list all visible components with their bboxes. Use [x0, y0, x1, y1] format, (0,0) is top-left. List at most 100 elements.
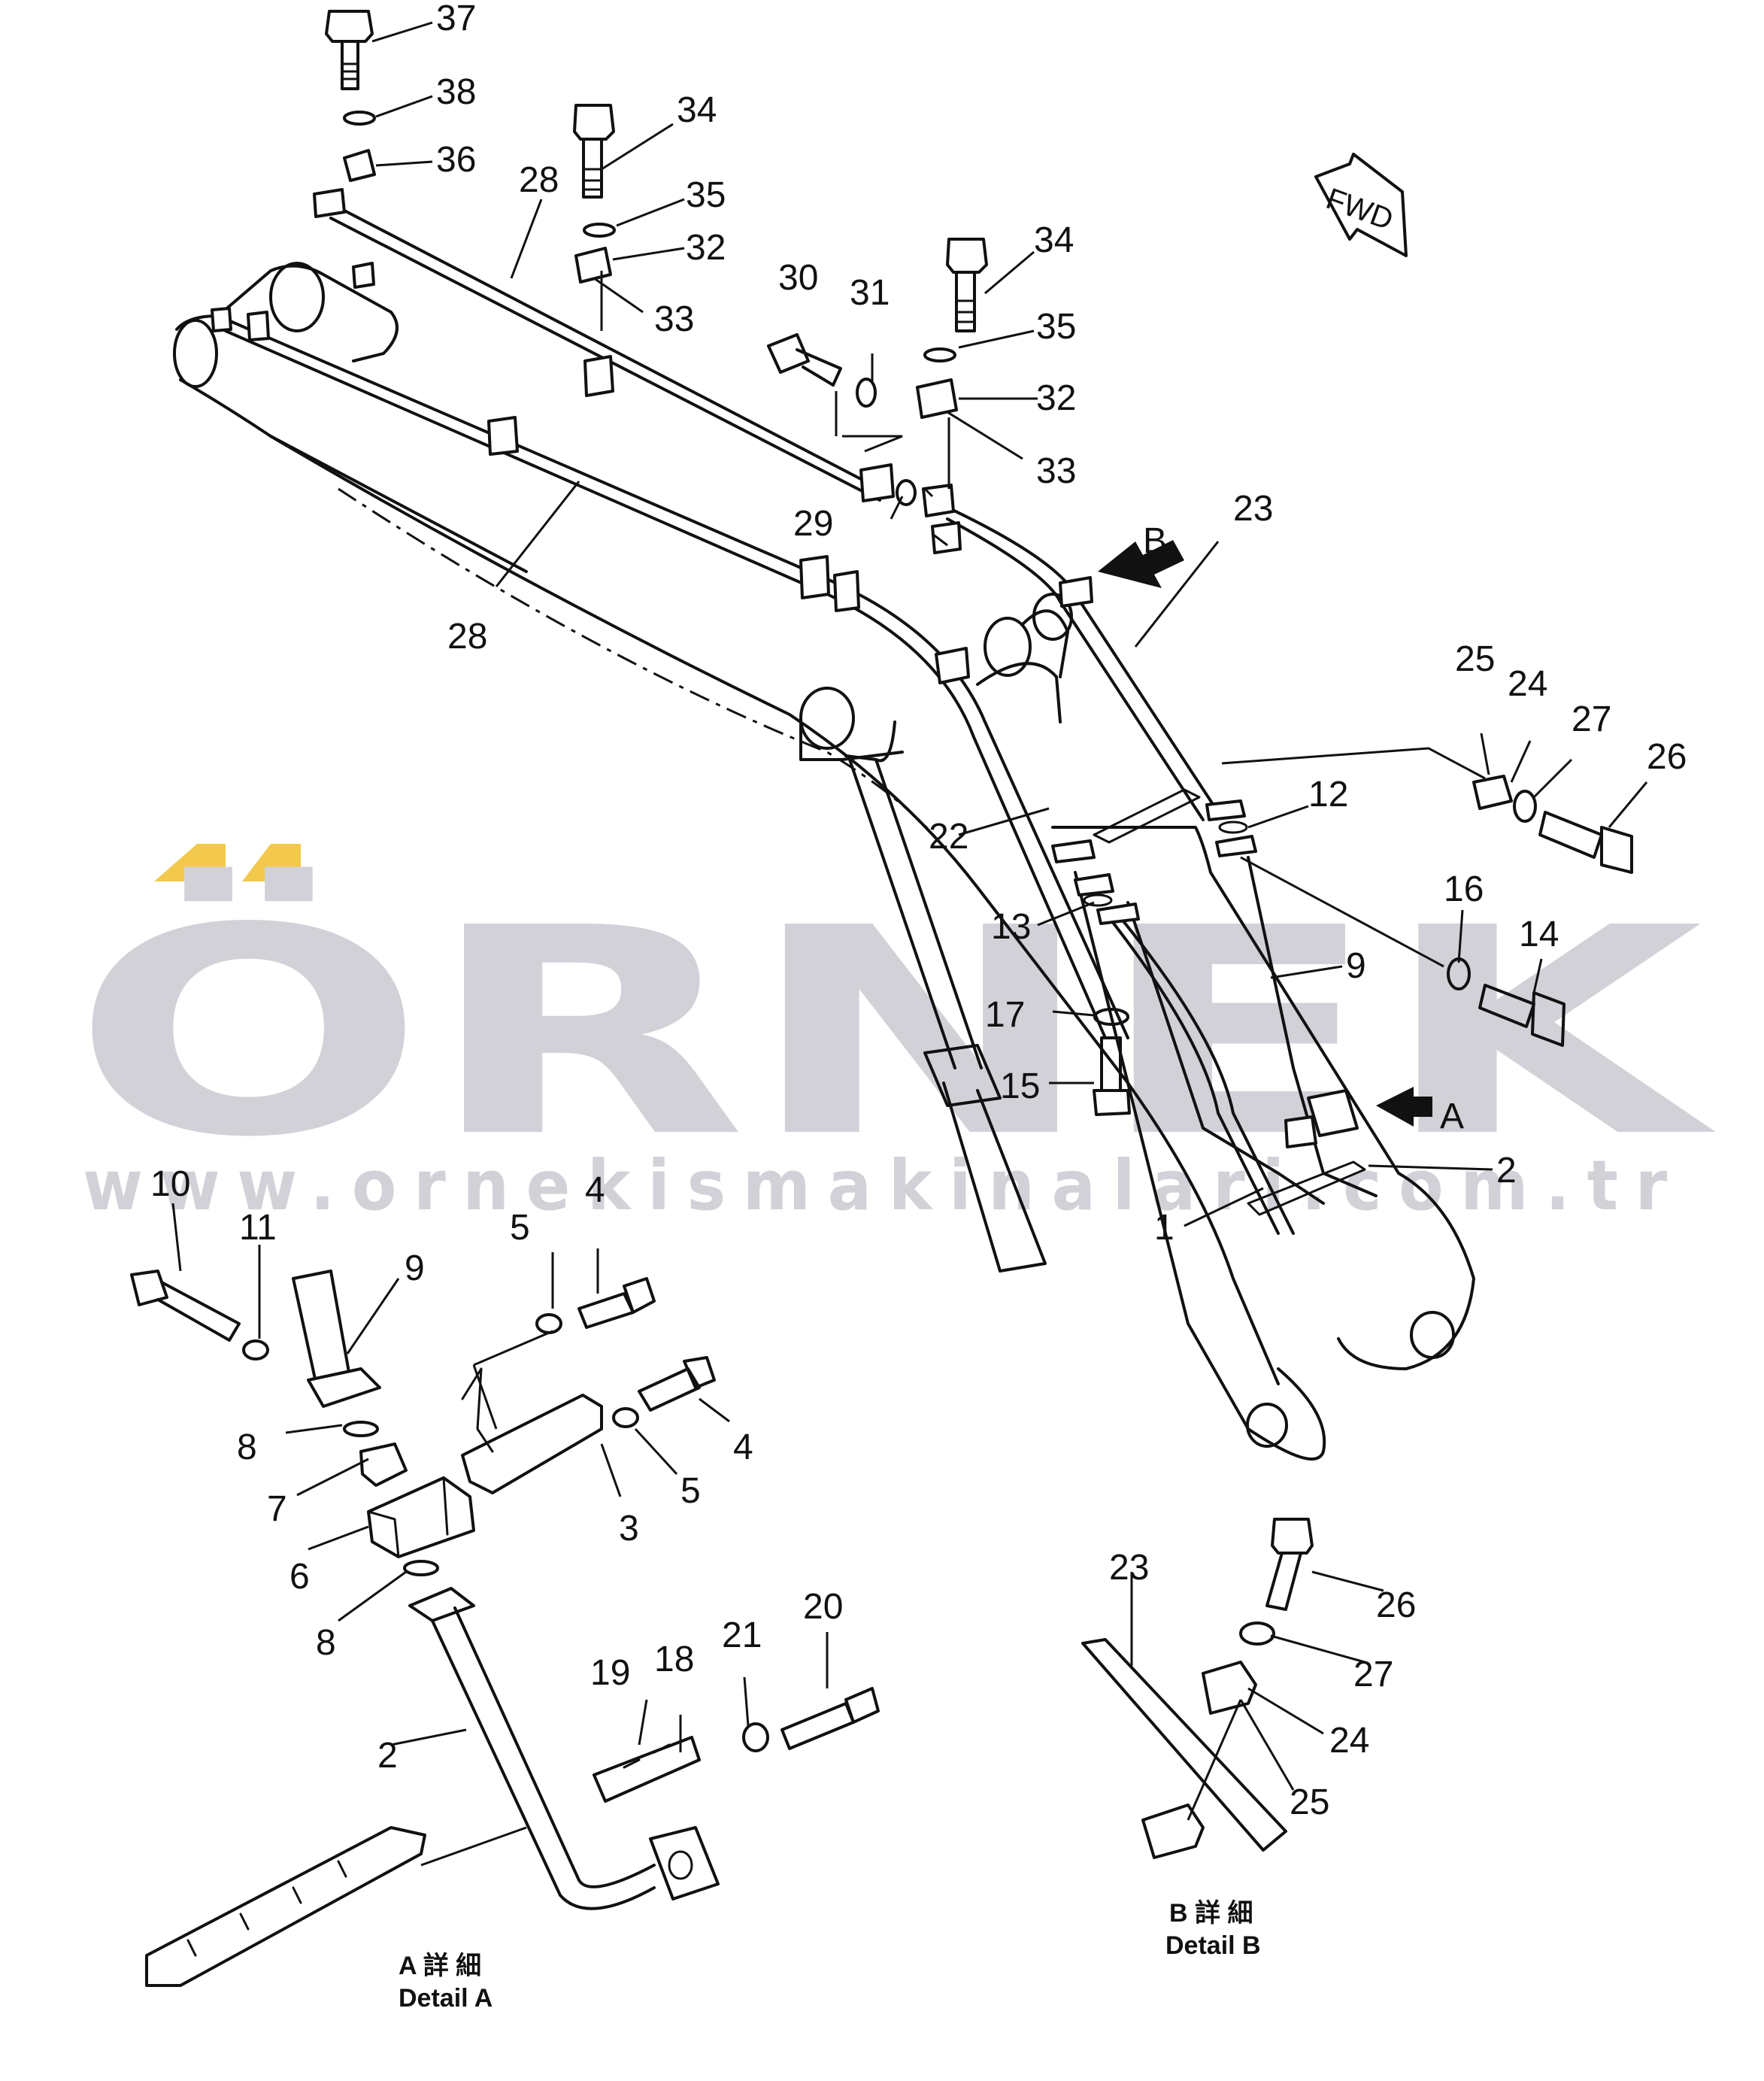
callout-26-detail: 26	[1376, 1585, 1416, 1625]
washer-38	[343, 111, 376, 126]
callout-35-lower: 35	[1036, 307, 1076, 347]
clamp-left-body	[799, 555, 830, 599]
callout-6: 6	[289, 1557, 310, 1597]
callout-27-detail: 27	[1353, 1655, 1393, 1694]
detail-a-caption-en: Detail A	[399, 1984, 493, 2013]
block-6	[367, 1476, 475, 1558]
clamp-mid-lower	[487, 416, 519, 456]
clamp-left-end-a	[211, 307, 232, 332]
callout-27-upper: 27	[1572, 699, 1611, 739]
callout-15: 15	[1000, 1066, 1040, 1106]
callout-23-detail: 23	[1109, 1548, 1149, 1588]
flange-22	[1051, 839, 1096, 863]
bracket-a-on-boom	[1284, 1089, 1359, 1148]
clamp-upper-left	[313, 188, 346, 218]
clamp-left-end-b	[247, 311, 270, 341]
callout-28-upper: 28	[519, 160, 559, 200]
callout-9-detail: 9	[405, 1248, 425, 1288]
clamp-19-18	[593, 1736, 701, 1803]
callout-23-upper: 23	[1233, 489, 1273, 529]
detail-captions: A 詳 細 Detail A B 詳 細 Detail B	[399, 1899, 1261, 2013]
detail-b-caption-en: Detail B	[1165, 1931, 1261, 1960]
washer-27-upper	[1513, 790, 1537, 823]
callout-5-lower: 5	[680, 1471, 701, 1511]
forward-direction-marker: FWD	[1314, 153, 1408, 257]
watermark-accent-right	[242, 844, 301, 881]
callout-35-upper: 35	[686, 175, 726, 215]
watermark-url: www.ornekismakinalari.com.tr	[83, 1145, 1684, 1226]
clamp-32-lower	[916, 378, 958, 419]
callout-36: 36	[436, 140, 476, 180]
view-arrow-a: A	[1376, 1087, 1464, 1136]
flange-13	[1074, 873, 1140, 925]
callout-10: 10	[150, 1164, 190, 1204]
callout-32-lower: 32	[1036, 378, 1076, 418]
callout-12: 12	[1308, 775, 1348, 815]
callout-3: 3	[619, 1509, 639, 1549]
watermark-accent-left	[154, 844, 226, 881]
callout-2-detail: 2	[377, 1736, 398, 1776]
flange-12	[1205, 799, 1257, 857]
washer-27-detail	[1239, 1621, 1275, 1646]
bolt-14	[1478, 984, 1565, 1047]
view-label-b: B	[1143, 521, 1167, 561]
detail-b-caption-jp: B 詳 細	[1169, 1899, 1253, 1928]
callout-8-upper: 8	[237, 1427, 257, 1467]
callout-32-upper: 32	[686, 228, 726, 268]
callout-11: 11	[239, 1208, 277, 1248]
callout-37: 37	[436, 0, 476, 38]
bolt-26-detail	[1265, 1518, 1314, 1611]
clamp-boom-right	[1059, 576, 1093, 608]
clamp-boom-top	[935, 647, 970, 684]
bolt-10	[130, 1270, 241, 1342]
leader-lines	[171, 21, 1648, 1821]
clamp-end-tube	[859, 463, 895, 502]
callout-30: 30	[778, 258, 818, 298]
bolt-20	[780, 1687, 880, 1750]
bolt-15	[1093, 1036, 1131, 1116]
view-arrow-b: B	[1098, 521, 1184, 588]
callout-33-upper: 33	[654, 299, 694, 339]
clamp-25-detail	[1141, 1803, 1205, 1859]
detail-b-group	[1081, 1518, 1314, 1859]
clamp-left-body-b	[833, 570, 860, 612]
callout-34-lower: 34	[1034, 220, 1074, 260]
callout-31: 31	[850, 273, 890, 313]
watermark: ÖRNEK www.ornekismakinalari.com.tr	[71, 844, 1719, 1226]
bracket-3	[461, 1367, 603, 1494]
bolt-34-lower	[946, 238, 988, 332]
bolt-37	[325, 10, 374, 90]
callout-2-main: 2	[1496, 1151, 1517, 1191]
clamp-32-upper	[574, 247, 612, 284]
bolt-4-lower	[638, 1356, 716, 1412]
bolt-26-upper	[1538, 811, 1633, 874]
clamp-36	[343, 149, 376, 182]
bolt-30	[767, 333, 842, 387]
clamp-upper-right-b	[931, 521, 962, 554]
bolt-34-upper	[573, 104, 615, 199]
callout-18: 18	[654, 1640, 694, 1679]
callout-34-upper: 34	[677, 90, 717, 130]
watermark-brand: ÖRNEK	[71, 864, 1719, 1200]
tube-23-detail	[1081, 1638, 1287, 1852]
callout-9-main: 9	[1346, 946, 1366, 986]
washer-21	[742, 1722, 769, 1752]
callout-22: 22	[929, 817, 968, 857]
callout-4-upper: 4	[585, 1170, 605, 1210]
washer-17	[1093, 1008, 1129, 1026]
washer-5-lower	[612, 1407, 639, 1428]
callout-38: 38	[436, 72, 476, 112]
boom-plate-detail	[145, 1826, 426, 1987]
bolt-4-upper	[577, 1277, 656, 1329]
washer-29	[896, 479, 917, 506]
clamp-upper-right	[922, 484, 955, 517]
callout-20: 20	[803, 1587, 843, 1627]
callout-16: 16	[1444, 869, 1484, 909]
callout-7: 7	[267, 1489, 287, 1529]
callout-labels: 37 38 36 28 34 35 32 33 30 31 34 35 32 3…	[150, 0, 1687, 1822]
view-label-a: A	[1440, 1097, 1464, 1136]
boom-cylinder	[799, 687, 1047, 1273]
oring-8-upper	[343, 1421, 379, 1437]
